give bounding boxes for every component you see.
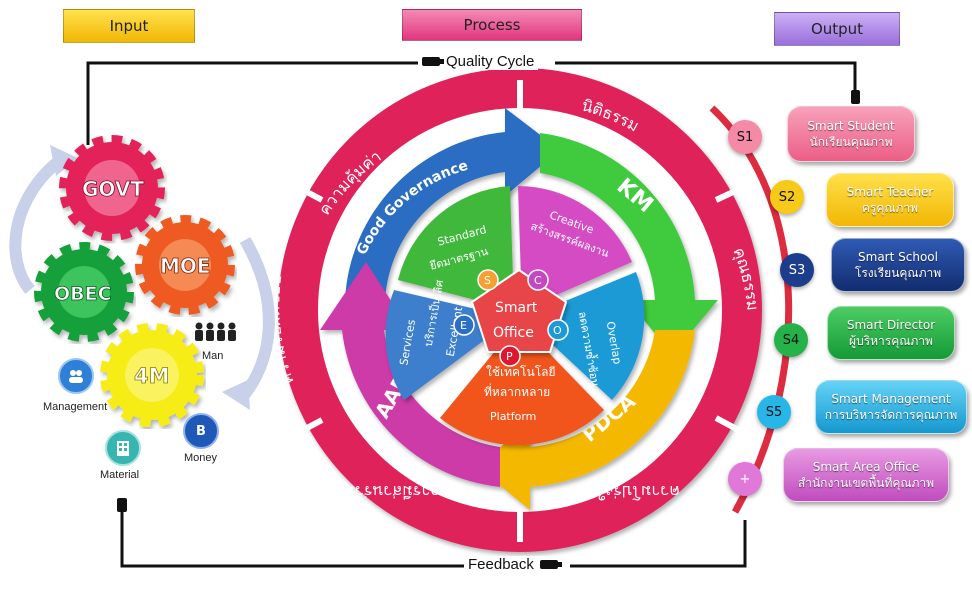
output-smart-director: Smart Director ผู้บริหารคุณภาพ <box>827 306 955 360</box>
output-badge-s4: S4 <box>774 323 808 357</box>
output-header-label: Output <box>810 20 864 38</box>
pdca-arrow <box>476 330 695 510</box>
letter-c: C <box>534 274 542 287</box>
km-arrow <box>540 133 718 355</box>
gear-obec-label: OBEC <box>54 283 112 305</box>
letter-o: O <box>553 324 562 337</box>
good-governance-arrow <box>345 108 560 300</box>
output-smart-director-th: ผู้บริหารคุณภาพ <box>849 334 933 348</box>
output-smart-student-th: นักเรียนคุณภาพ <box>809 135 893 149</box>
output-header: Output <box>774 12 900 46</box>
process-header-label: Process <box>463 16 521 34</box>
output-smart-management-en: Smart Management <box>831 392 951 406</box>
output-smart-student: Smart Student นักเรียนคุณภาพ <box>787 106 915 162</box>
management-icon <box>58 358 94 394</box>
output-smart-management-th: การบริหารจัดการคุณภาพ <box>824 408 958 422</box>
letter-p: P <box>506 350 513 363</box>
output-badge-s1: S1 <box>728 120 762 154</box>
output-smart-teacher-en: Smart Teacher <box>846 185 934 199</box>
plug-down-icon <box>851 90 860 104</box>
gear-moe-label: MOE <box>160 254 211 278</box>
input-cycle-arrows <box>9 145 275 410</box>
petal-overlap <box>524 272 645 400</box>
output-badge-s3: S3 <box>780 253 814 287</box>
petal-platform-th1: ใช้เทคโนโลยี <box>486 365 556 379</box>
ring-separators <box>290 80 748 542</box>
smart-office-line2: Office <box>493 325 534 341</box>
output-smart-teacher-th: ครูคุณภาพ <box>861 201 919 215</box>
output-smart-school-en: Smart School <box>858 250 938 264</box>
output-badge-s5: S5 <box>757 395 791 429</box>
plug-icon <box>422 57 444 66</box>
aar-arrow <box>320 262 500 487</box>
input-header-label: Input <box>109 17 149 35</box>
feedback-label: Feedback <box>464 556 562 573</box>
output-smart-school: Smart School โรงเรียนคุณภาพ <box>831 238 965 292</box>
smart-office-line1: Smart <box>495 300 538 316</box>
cycle-plug-left <box>117 498 127 512</box>
gear-obec-shape <box>34 242 134 342</box>
output-smart-student-en: Smart Student <box>807 119 895 133</box>
output-badge-s2: S2 <box>770 180 804 214</box>
output-smart-area-office-th: สำนักงานเขตพื้นที่คุณภาพ <box>797 476 935 490</box>
process-header: Process <box>402 9 582 41</box>
input-header: Input <box>63 9 195 43</box>
output-smart-area-office-en: Smart Area Office <box>812 460 920 474</box>
gear-4m-shape <box>100 323 204 427</box>
gear-govt-label: GOVT <box>82 177 144 201</box>
money-symbol: B <box>196 423 206 439</box>
material-label: Material <box>100 469 140 481</box>
quality-cycle-text: Quality Cycle <box>446 53 535 70</box>
feedback-text: Feedback <box>468 556 534 573</box>
gear-4m-label: 4M <box>134 364 170 388</box>
petal-platform-en: Platform <box>490 410 536 423</box>
center-letter-circles <box>453 269 569 367</box>
gear-govt-shape <box>59 135 165 241</box>
money-icon: B <box>183 413 219 449</box>
quality-cycle-connector <box>86 61 857 568</box>
money-label: Money <box>184 452 218 464</box>
output-smart-teacher: Smart Teacher ครูคุณภาพ <box>826 173 954 227</box>
cycle-arrows <box>320 108 718 510</box>
management-label: Management <box>43 401 108 413</box>
letter-s: S <box>484 274 491 287</box>
petal-platform <box>440 322 604 446</box>
output-smart-director-en: Smart Director <box>846 318 936 332</box>
output-smart-school-th: โรงเรียนคุณภาพ <box>854 266 942 280</box>
petal-platform-th2: ที่หลากหลาย <box>484 383 550 399</box>
material-icon <box>105 430 141 466</box>
output-smart-area-office: Smart Area Office สำนักงานเขตพื้นที่คุณภ… <box>783 448 949 502</box>
letter-e: E <box>460 319 467 332</box>
ring-label-bottom-right: ความโปร่งใส <box>588 482 680 501</box>
gear-moe-shape <box>135 215 235 315</box>
ring-label-bottom-left-text: การมีส่วนร่วม <box>344 482 440 501</box>
quality-cycle-label: Quality Cycle <box>418 53 539 70</box>
output-smart-management: Smart Management การบริหารจัดการคุณภาพ <box>815 380 967 434</box>
output-badge-plus: + <box>728 462 762 496</box>
man-label: Man <box>202 350 224 362</box>
plug-icon <box>539 560 562 569</box>
ring-label-bottom-left: การมีส่วนร่วม <box>344 482 440 501</box>
ring-label-bottom-right-text: ความโปร่งใส <box>588 482 680 501</box>
man-icon <box>195 322 236 341</box>
